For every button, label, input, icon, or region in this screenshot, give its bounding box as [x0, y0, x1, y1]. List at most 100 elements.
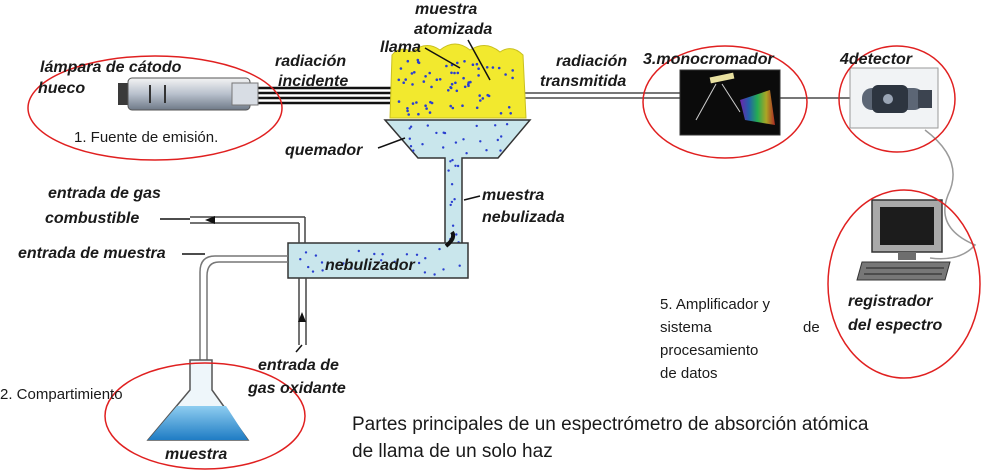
label-lamp-line1: lámpara de cátodo [40, 59, 182, 76]
label-nebulizer: nebulizador [325, 257, 416, 274]
highlight-circles [27, 45, 981, 470]
particle-dot [497, 66, 501, 70]
particle-dot [415, 101, 418, 104]
particle-dot [511, 69, 514, 72]
annotation-amp-line2a: sistema [660, 319, 712, 336]
particle-dot [417, 261, 421, 265]
particle-dot [423, 271, 427, 274]
particle-dot [494, 124, 497, 127]
label-transmitted-line1: radiación [556, 53, 627, 70]
atomized-particles [397, 58, 514, 116]
particle-dot [399, 67, 403, 70]
detector-cable [924, 129, 977, 260]
particle-dot [442, 146, 445, 149]
particle-dot [438, 78, 442, 81]
particle-dot [496, 138, 499, 142]
particle-dot [504, 73, 507, 76]
particle-dot [402, 81, 406, 84]
particle-dot [410, 72, 414, 75]
circle-recorder [827, 189, 981, 379]
particle-dot [499, 112, 503, 115]
particle-dot [453, 71, 456, 75]
particle-dot [408, 127, 411, 130]
particle-dot [449, 86, 452, 89]
circle-detector [838, 45, 956, 153]
particle-dot [395, 264, 398, 267]
particle-dot [463, 60, 466, 63]
label-monochromator: 3.monocromador [643, 51, 774, 68]
particle-dot [507, 106, 511, 109]
particle-dot [433, 273, 436, 276]
particle-dot [477, 67, 480, 70]
particle-dot [426, 124, 429, 127]
incident-beam [255, 86, 392, 105]
particle-dot [428, 71, 432, 75]
annotation-emission-source: 1. Fuente de emisión. [74, 129, 218, 146]
particle-dot [467, 84, 470, 88]
chamber-particles [299, 247, 461, 276]
particle-dot [450, 200, 454, 204]
sample-flask [146, 359, 250, 441]
particle-dot [465, 152, 468, 155]
pointer-lines [160, 39, 491, 353]
particle-dot [458, 264, 461, 267]
particle-dot [478, 94, 482, 97]
particle-dot [462, 76, 465, 80]
particle-dot [416, 60, 420, 64]
particle-dot [415, 253, 419, 256]
particle-dot [447, 89, 450, 92]
particle-dot [311, 270, 315, 273]
particle-dot [304, 251, 308, 254]
particle-dot [438, 247, 441, 251]
oxidant-gas-inlet [298, 278, 307, 345]
label-incident-line1: radiación [275, 53, 346, 70]
particle-dot [357, 249, 360, 253]
particle-dot [447, 169, 450, 172]
label-sample-inlet: entrada de muestra [18, 245, 166, 262]
particle-dot [409, 145, 413, 148]
label-burner: quemador [285, 142, 363, 159]
particle-dot [491, 66, 495, 69]
particle-dot [451, 224, 455, 227]
particle-dot [445, 64, 448, 68]
annotation-compartment: 2. Compartimiento [0, 386, 123, 403]
particle-dot [307, 265, 310, 269]
particle-dot [477, 74, 480, 77]
particle-dot [449, 160, 452, 163]
particle-dot [321, 269, 324, 272]
particle-dot [408, 137, 411, 140]
particle-dot [450, 183, 454, 186]
particle-dot [405, 253, 409, 256]
particle-dot [479, 99, 482, 102]
circle-compartment [104, 362, 306, 470]
label-detector: 4detector [839, 51, 913, 68]
particle-dot [449, 104, 453, 108]
label-nebulized-line1: muestra [482, 187, 544, 204]
particle-dot [381, 253, 384, 256]
fuel-gas-inlet [190, 216, 306, 243]
particle-dot [424, 75, 427, 78]
particle-dot [397, 100, 401, 103]
particle-dot [429, 100, 432, 104]
particle-dot [373, 252, 376, 256]
particle-dot [314, 254, 318, 257]
label-atomized-line2: atomizada [414, 21, 492, 38]
annotation-amp-line3: procesamiento [660, 342, 758, 359]
sample-inlet-tube [199, 255, 288, 382]
particle-dot [320, 261, 324, 264]
particle-dot [469, 80, 472, 84]
particle-dot [481, 97, 485, 100]
particle-dot [455, 89, 459, 93]
label-atomized-line1: muestra [415, 1, 477, 18]
circle-monochromator [642, 45, 808, 159]
nebulizer-chamber [287, 230, 469, 279]
particle-dot [449, 203, 452, 207]
particle-dot [411, 83, 414, 86]
spectrum-recorder [856, 199, 951, 281]
particle-dot [406, 59, 410, 63]
particle-dot [350, 267, 353, 270]
label-incident-line2: incidente [278, 73, 348, 90]
particle-dot [409, 125, 413, 128]
particle-dot [451, 106, 455, 110]
